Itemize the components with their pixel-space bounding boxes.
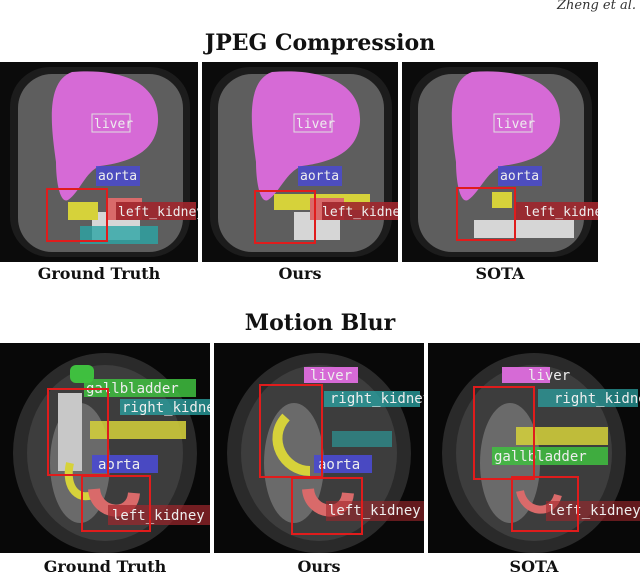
blur-section-title: Motion Blur xyxy=(244,310,396,336)
gallbladder-label: gallbladder xyxy=(86,381,179,397)
jpeg-caption-ground-truth: Ground Truth xyxy=(37,264,161,283)
aorta-label: aorta xyxy=(500,169,539,184)
running-header: Zheng et al. xyxy=(556,0,636,13)
gallbladder-label: gallbladder xyxy=(494,449,587,465)
kidney-label: left_kidney xyxy=(524,205,598,220)
right-kidney-label: right_kidney xyxy=(554,391,640,407)
jpeg-ground-truth-image: liver aorta left_kidney xyxy=(0,62,198,262)
liver-label: liver xyxy=(310,368,352,384)
kidney-label: left_kidney xyxy=(118,205,198,220)
liver-label: liver xyxy=(528,368,570,384)
jpeg-caption-sota: SOTA xyxy=(475,264,525,283)
left-kidney-label: left_kidney xyxy=(548,503,640,519)
blur-ground-truth-image: gallbladder right_kidney aorta left_kidn… xyxy=(0,343,210,553)
kidney-label: left_kidney xyxy=(322,205,398,220)
liver-label: liver xyxy=(94,117,133,132)
blur-caption-ours: Ours xyxy=(297,557,341,576)
blur-caption-sota: SOTA xyxy=(509,557,559,576)
aorta-label: aorta xyxy=(98,169,137,184)
right-kidney-label: right_kidney xyxy=(330,391,424,407)
liver-label: liver xyxy=(496,117,535,132)
blur-ours-image: liver right_kidney aorta left_kidney xyxy=(214,343,424,553)
aorta-label: aorta xyxy=(98,457,140,473)
right-kidney-label: right_kidney xyxy=(122,400,210,416)
jpeg-sota-image: liver aorta left_kidney xyxy=(402,62,598,262)
left-kidney-label: left_kidney xyxy=(112,508,205,524)
jpeg-ours-image: liver aorta left_kidney xyxy=(202,62,398,262)
blur-sota-image: liver right_kidney gallbladder left_kidn… xyxy=(428,343,640,553)
aorta-label: aorta xyxy=(318,457,360,473)
jpeg-caption-ours: Ours xyxy=(278,264,322,283)
aorta-label: aorta xyxy=(300,169,339,184)
left-kidney-label: left_kidney xyxy=(328,503,421,519)
blur-caption-ground-truth: Ground Truth xyxy=(43,557,167,576)
jpeg-section-title: JPEG Compression xyxy=(204,30,436,56)
liver-label: liver xyxy=(296,117,335,132)
